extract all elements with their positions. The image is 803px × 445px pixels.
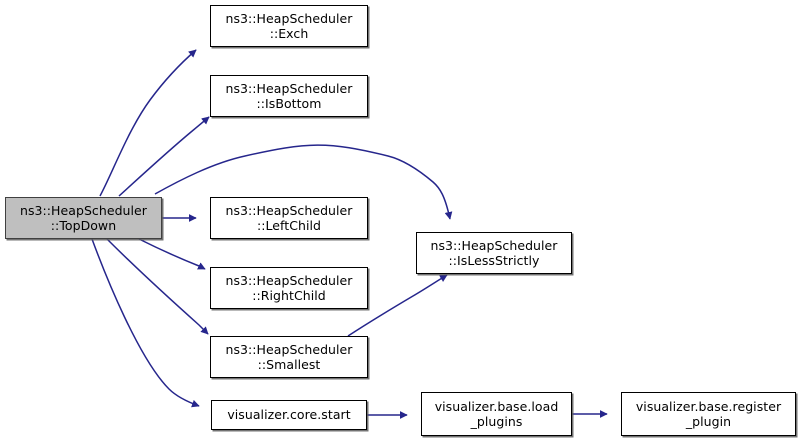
graph-node-corestart[interactable]: visualizer.core.start xyxy=(211,400,367,430)
graph-node-label: ns3::HeapScheduler ::LeftChild xyxy=(225,202,353,234)
graph-node-label: ns3::HeapScheduler ::RightChild xyxy=(225,272,353,304)
graph-node-exch[interactable]: ns3::HeapScheduler ::Exch xyxy=(210,5,368,47)
graph-node-leftchild[interactable]: ns3::HeapScheduler ::LeftChild xyxy=(210,197,368,239)
graph-node-label: visualizer.base.load _plugins xyxy=(434,398,559,430)
graph-node-label: ns3::HeapScheduler ::Exch xyxy=(225,10,353,42)
graph-node-registerplugin[interactable]: visualizer.base.register _plugin xyxy=(621,392,796,436)
graph-node-label: ns3::HeapScheduler ::Smallest xyxy=(225,341,353,373)
graph-edge-topdown-to-corestart xyxy=(91,238,200,408)
graph-edge-topdown-to-rightchild xyxy=(138,238,206,270)
graph-node-rightchild[interactable]: ns3::HeapScheduler ::RightChild xyxy=(210,267,368,309)
graph-node-smallest[interactable]: ns3::HeapScheduler ::Smallest xyxy=(210,336,368,378)
graph-edge-topdown-to-isbottom xyxy=(118,116,210,197)
graph-node-label: ns3::HeapScheduler ::IsLessStrictly xyxy=(430,237,558,269)
graph-edge-smallest-to-islessstrictly xyxy=(347,274,448,337)
graph-node-label: visualizer.core.start xyxy=(227,407,351,423)
graph-node-label: ns3::HeapScheduler ::TopDown xyxy=(20,202,147,234)
graph-node-label: ns3::HeapScheduler ::IsBottom xyxy=(225,80,353,112)
graph-node-loadplugins[interactable]: visualizer.base.load _plugins xyxy=(421,392,572,436)
graph-edge-topdown-to-islessstrictly xyxy=(154,144,453,220)
graph-node-topdown[interactable]: ns3::HeapScheduler ::TopDown xyxy=(5,197,162,239)
graph-edge-topdown-to-exch xyxy=(99,49,197,197)
graph-edge-topdown-to-smallest xyxy=(106,238,209,335)
graph-node-label: visualizer.base.register _plugin xyxy=(635,398,782,430)
graph-node-isbottom[interactable]: ns3::HeapScheduler ::IsBottom xyxy=(210,75,368,117)
graph-node-islessstrictly[interactable]: ns3::HeapScheduler ::IsLessStrictly xyxy=(416,232,572,274)
